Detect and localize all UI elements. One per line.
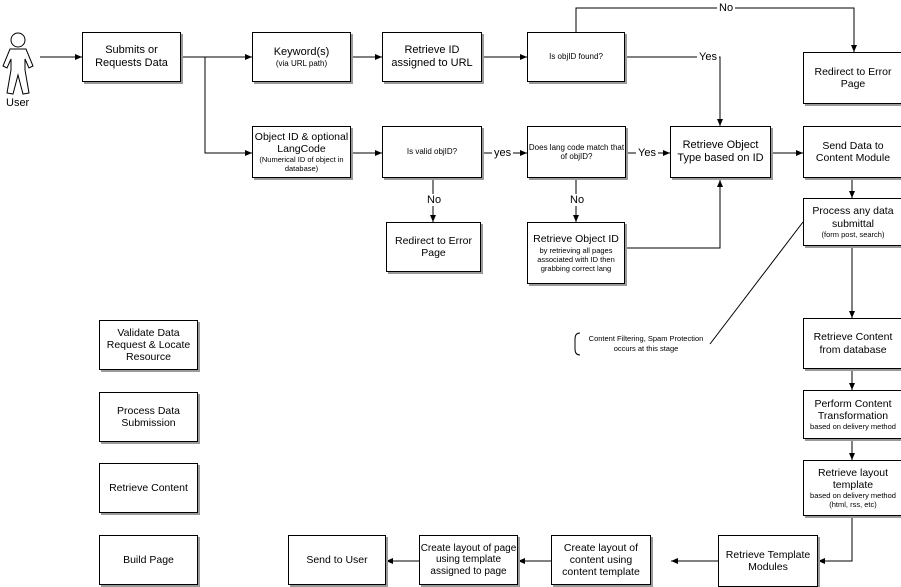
user-icon — [2, 32, 34, 95]
annotation-bracket — [574, 332, 581, 356]
send-content-text: Send Data to Content Module — [815, 139, 891, 164]
object-id-sub: (Numerical ID of object in database) — [259, 155, 344, 174]
label-yes-top: Yes — [697, 51, 719, 63]
page-layout-box: Create layout of page using template ass… — [419, 535, 518, 585]
legend-text-build: Build Page — [123, 553, 174, 566]
template-modules-box: Retrieve Template Modules — [718, 535, 818, 587]
legend-box-build: Build Page — [99, 535, 198, 585]
keyword-sub: (via URL path) — [275, 58, 328, 68]
legend-box-retrieve: Retrieve Content — [99, 463, 198, 513]
send-user-box: Send to User — [288, 535, 386, 585]
valid-objid-text: Is valid objID? — [406, 147, 458, 157]
lang-match-text: Does lang code match that of objID? — [528, 142, 625, 161]
label-no-valid: No — [425, 194, 444, 206]
label-yes-valid: yes — [492, 147, 514, 159]
connector-found-yes — [625, 56, 723, 126]
process-data-box: Process any data submittal (form post, s… — [803, 198, 901, 246]
retrieve-objid-box: Retrieve Object ID by retrieving all pag… — [527, 222, 625, 284]
submits-text: Submits or Requests Data — [95, 44, 168, 69]
user-label: User — [6, 97, 30, 109]
label-no-lang: No — [568, 194, 587, 206]
object-id-box: Object ID & optional LangCode (Numerical… — [252, 126, 351, 178]
objid-found-box: Is objID found? — [527, 32, 625, 82]
transform-sub: based on delivery method — [810, 422, 896, 432]
process-data-sub: (form post, search) — [821, 229, 885, 239]
redirect-mid-text: Redirect to Error Page — [394, 234, 473, 259]
object-id-title: Object ID & optional LangCode — [254, 130, 349, 155]
retrieve-db-text: Retrieve Content from database — [813, 331, 893, 356]
connector-layout-modules — [818, 516, 853, 564]
send-content-box: Send Data to Content Module — [803, 126, 901, 178]
legend-box-process: Process Data Submission — [99, 392, 198, 442]
retrieve-id-box: Retrieve ID assigned to URL — [382, 32, 482, 82]
redirect-top-box: Redirect to Error Page — [803, 52, 901, 104]
label-yes-lang: Yes — [636, 147, 658, 159]
keyword-title: Keyword(s) — [273, 46, 330, 59]
connector-found-no — [575, 7, 857, 52]
transform-title: Perform Content Transformation — [814, 397, 892, 422]
connector-submits-objectid — [204, 57, 252, 156]
process-data-title: Process any data submittal — [812, 205, 894, 230]
template-modules-text: Retrieve Template Modules — [725, 548, 811, 573]
layout-template-box: Retrieve layout template based on delive… — [803, 460, 901, 516]
content-layout-box: Create layout of content using content t… — [551, 535, 651, 585]
layout-template-sub: based on delivery method (html, rss, etc… — [810, 491, 896, 510]
content-layout-text: Create layout of content using content t… — [562, 541, 640, 579]
legend-text-retrieve: Retrieve Content — [109, 481, 188, 494]
retrieve-db-box: Retrieve Content from database — [803, 318, 901, 369]
retrieve-type-box: Retrieve Object Type based on ID — [670, 126, 771, 178]
retrieve-type-text: Retrieve Object Type based on ID — [677, 139, 764, 164]
retrieve-id-text: Retrieve ID assigned to URL — [391, 44, 473, 69]
objid-found-text: Is objID found? — [549, 52, 603, 62]
page-layout-text: Create layout of page using template ass… — [420, 542, 517, 577]
annotation-leader — [709, 221, 804, 345]
redirect-top-text: Redirect to Error Page — [814, 65, 892, 90]
legend-text-validate: Validate Data Request & Locate Resource — [106, 326, 191, 364]
annotation-note: Content Filtering, Spam Protection occur… — [588, 334, 704, 353]
retrieve-objid-sub: by retrieving all pages associated with … — [537, 245, 615, 273]
submits-box: Submits or Requests Data — [82, 32, 181, 82]
label-no-top: No — [717, 2, 736, 14]
lang-match-box: Does lang code match that of objID? — [527, 126, 626, 178]
redirect-mid-box: Redirect to Error Page — [386, 222, 481, 272]
send-user-text: Send to User — [306, 553, 368, 566]
keyword-box: Keyword(s) (via URL path) — [252, 32, 351, 82]
valid-objid-box: Is valid objID? — [382, 126, 482, 178]
transform-box: Perform Content Transformation based on … — [803, 390, 901, 439]
layout-template-title: Retrieve layout template — [817, 466, 889, 491]
legend-text-process: Process Data Submission — [116, 404, 181, 429]
legend-box-validate: Validate Data Request & Locate Resource — [99, 320, 198, 370]
retrieve-objid-title: Retrieve Object ID — [533, 233, 619, 246]
connector-retrieveobj-type — [625, 180, 723, 249]
